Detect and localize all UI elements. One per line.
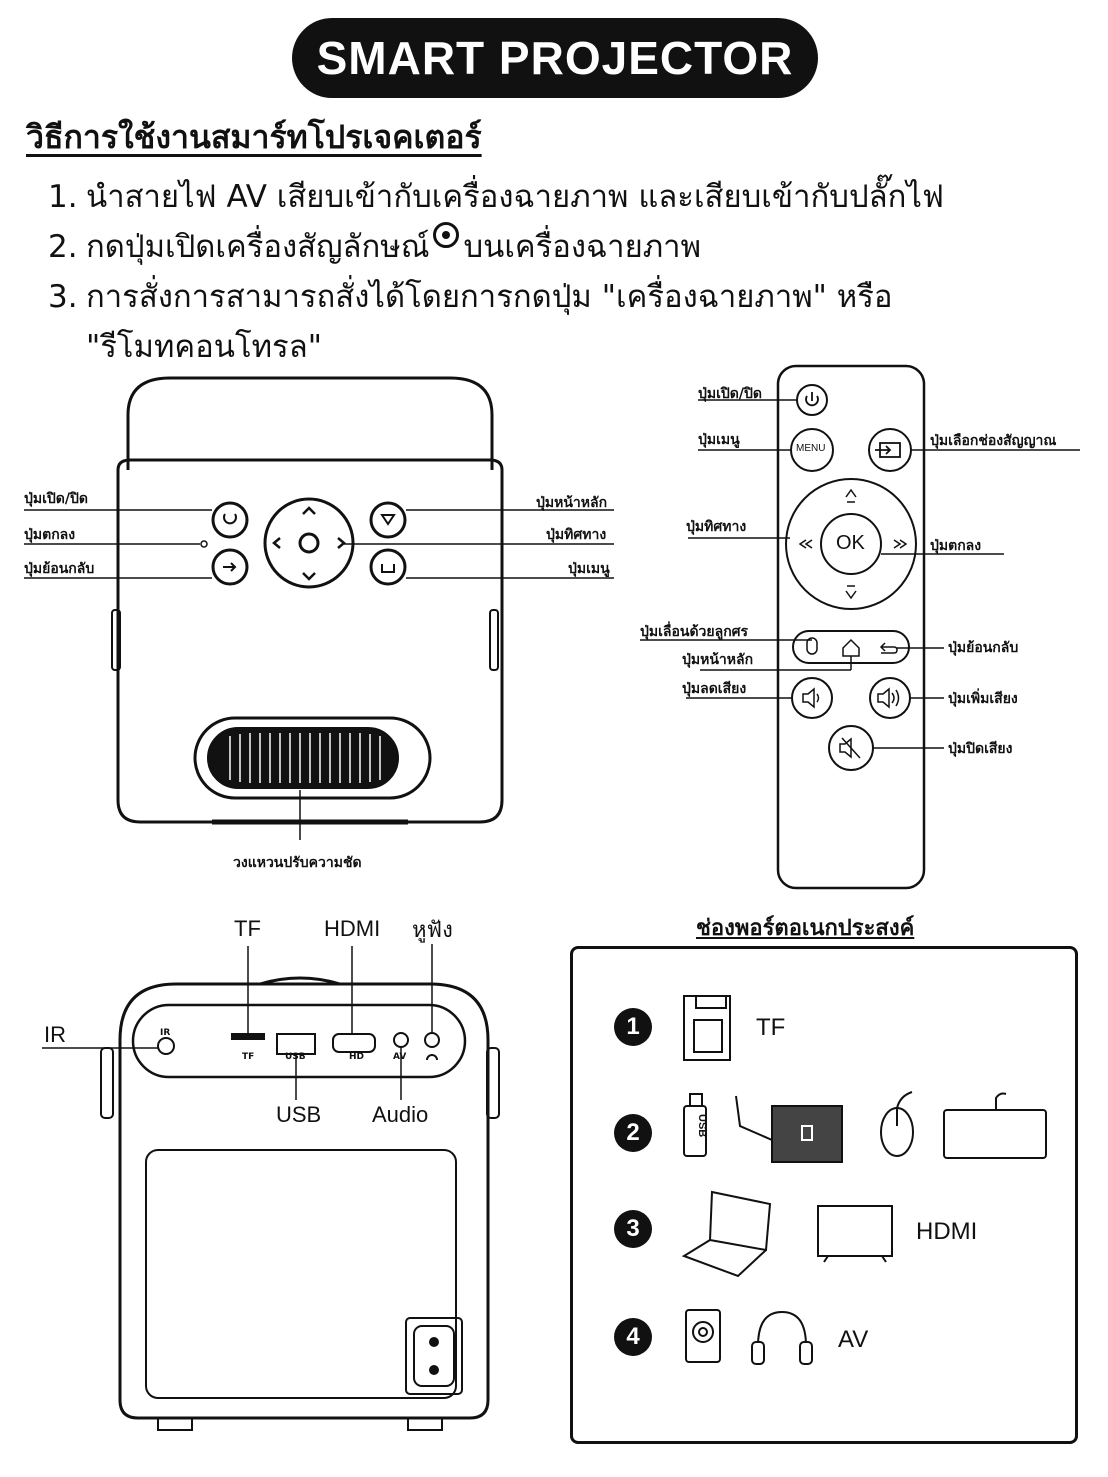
remote-direction-label: ปุ่มทิศทาง — [686, 519, 747, 535]
port-badge-1: 1 — [614, 1008, 652, 1046]
step-text: บนเครื่องฉายภาพ — [463, 229, 702, 265]
back-ir-label: IR — [44, 1022, 66, 1047]
front-menu-label: ปุ่มเมนู — [568, 561, 610, 577]
back-hdmi-label: HDMI — [324, 916, 381, 941]
back-headphone-label: หูฟัง — [412, 917, 453, 942]
panel-usb-text: USB — [285, 1052, 306, 1062]
projector-back-drawing — [42, 944, 500, 1431]
port-badge-2: 2 — [614, 1114, 652, 1152]
step-text: นำสายไฟ AV เสียบเข้ากับเครื่องฉายภาพ และ… — [86, 179, 944, 215]
remote-vol-down-label: ปุ่มลดเสียง — [682, 681, 747, 697]
port-badge-4: 4 — [614, 1318, 652, 1356]
panel-ir-text: IR — [160, 1028, 171, 1038]
front-ok-label: ปุ่มตกลง — [24, 527, 76, 543]
port-label-hdmi: HDMI — [916, 1218, 978, 1245]
step-number: 2. — [48, 229, 78, 265]
front-direction-label: ปุ่มทิศทาง — [546, 527, 607, 543]
section-heading: วิธีการใช้งานสมาร์ทโปรเจคเตอร์ — [26, 118, 482, 156]
remote-power-label: ปุ่มเปิด/ปิด — [698, 386, 762, 402]
focus-ring-label: วงแหวนปรับความชัด — [233, 855, 362, 871]
remote-menu-key-text: MENU — [796, 443, 826, 454]
remote-menu-label: ปุ่มเมนู — [698, 432, 740, 448]
panel-av-text: AV — [393, 1052, 407, 1062]
projector-front-drawing — [24, 376, 614, 840]
step-text: การสั่งการสามารถสั่งได้โดยการกดปุ่ม "เคร… — [86, 279, 893, 315]
remote-home-label: ปุ่มหน้าหลัก — [682, 652, 754, 668]
front-back-label: ปุ่มย้อนกลับ — [24, 561, 95, 577]
step-1: 1. นำสายไฟ AV เสียบเข้ากับเครื่องฉายภาพ … — [48, 172, 944, 222]
port-label-tf: TF — [756, 1014, 786, 1041]
remote-source-label: ปุ่มเลือกช่องสัญญาณ — [930, 433, 1057, 449]
back-usb-label: USB — [276, 1102, 322, 1127]
back-audio-label: Audio — [372, 1102, 429, 1127]
remote-mouse-label: ปุ่มเลื่อนด้วยลูกศร — [640, 624, 749, 640]
step-number: 3. — [48, 279, 78, 315]
front-home-label: ปุ่มหน้าหลัก — [536, 495, 608, 511]
remote-drawing — [640, 364, 1080, 890]
power-symbol-icon — [433, 222, 460, 248]
instruction-steps: 1. นำสายไฟ AV เสียบเข้ากับเครื่องฉายภาพ … — [48, 172, 944, 372]
page-title: SMART PROJECTOR — [292, 18, 818, 98]
step-2: 2. กดปุ่มเปิดเครื่องสัญลักษณ์ บนเครื่องฉ… — [48, 222, 944, 272]
step-3: 3. การสั่งการสามารถสั่งได้โดยการกดปุ่ม "… — [48, 272, 944, 322]
port-label-av: AV — [838, 1326, 869, 1353]
port-icons — [681, 995, 1047, 1365]
step-text: "รีโมทคอนโทรล" — [86, 329, 322, 365]
remote-mute-label: ปุ่มปิดเสียง — [948, 741, 1013, 757]
step-text: กดปุ่มเปิดเครื่องสัญลักษณ์ — [86, 229, 430, 265]
remote-ok-key-text: OK — [836, 532, 865, 554]
panel-hd-text: HD — [349, 1052, 365, 1062]
usb-stick-text: USB — [696, 1114, 708, 1138]
remote-back-label: ปุ่มย้อนกลับ — [948, 640, 1019, 656]
step-number: 1. — [48, 179, 78, 215]
front-power-label: ปุ่มเปิด/ปิด — [24, 491, 88, 507]
port-badge-3: 3 — [614, 1210, 652, 1248]
remote-ok-label: ปุ่มตกลง — [930, 538, 982, 554]
step-3-continued: "รีโมทคอนโทรล" — [48, 322, 944, 372]
back-tf-label: TF — [234, 916, 261, 941]
ports-title: ช่องพอร์ตอเนกประสงค์ — [696, 916, 915, 941]
ports-box — [570, 946, 1078, 1444]
panel-tf-text: TF — [242, 1052, 255, 1062]
remote-vol-up-label: ปุ่มเพิ่มเสียง — [948, 691, 1018, 707]
